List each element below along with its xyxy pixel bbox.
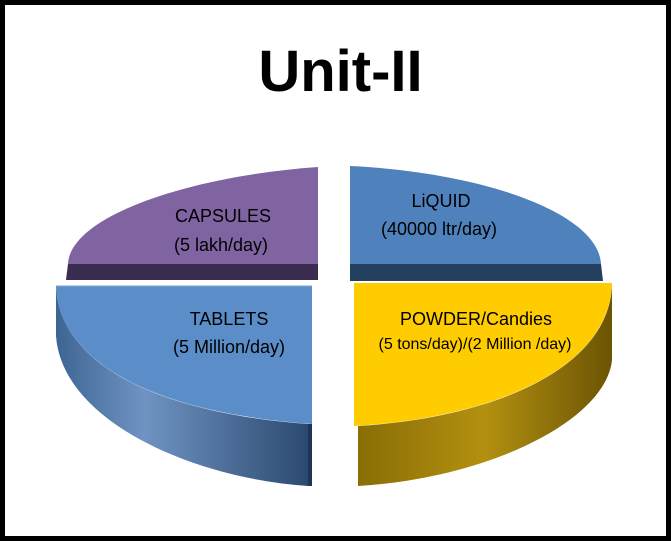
slice-capsules: [66, 167, 318, 280]
slice-powder-side: [358, 284, 612, 486]
sublabel-tablets: (5 Million/day): [173, 337, 285, 357]
sublabel-liquid: (40000 ltr/day): [381, 219, 497, 239]
label-tablets: TABLETS: [190, 309, 269, 329]
slice-powder-top: [354, 283, 612, 426]
slice-tablets: [56, 285, 312, 486]
slice-tablets-top: [56, 286, 312, 424]
sublabel-powder: (5 tons/day)/(2 Million /day): [379, 336, 572, 353]
slice-liquid-side: [350, 264, 603, 281]
label-powder: POWDER/Candies: [400, 309, 552, 329]
chart-title: Unit-II: [258, 39, 423, 104]
slice-liquid: [350, 166, 603, 281]
slice-capsules-top: [68, 167, 318, 264]
sublabel-capsules: (5 lakh/day): [174, 235, 268, 255]
slice-liquid-top: [350, 166, 601, 264]
label-liquid: LiQUID: [411, 191, 470, 211]
slice-capsules-side: [66, 264, 318, 280]
label-capsules: CAPSULES: [175, 206, 271, 226]
slice-tablets-cut: [308, 424, 312, 486]
slice-powder: [354, 283, 612, 486]
slice-tablets-side: [56, 286, 308, 486]
